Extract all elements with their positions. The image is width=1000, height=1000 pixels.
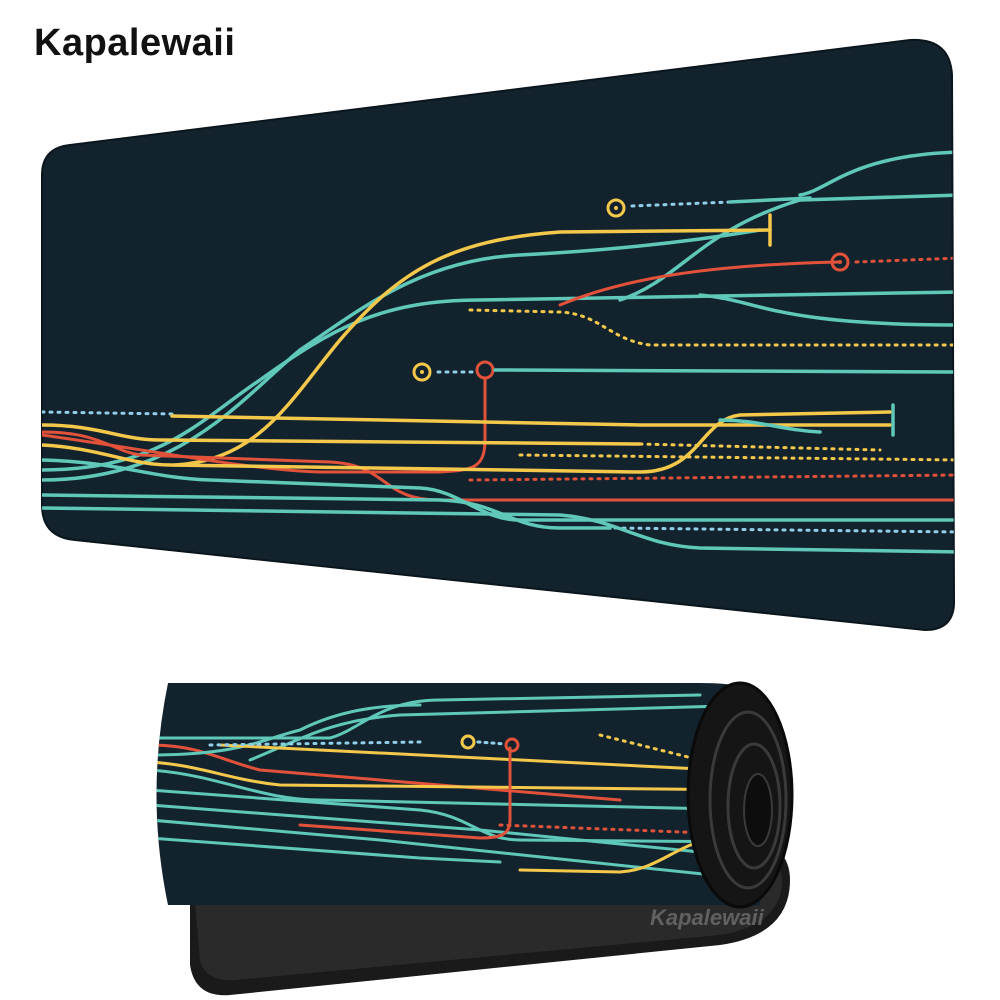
mat-surface (41, 38, 956, 632)
rolled-mousepad: Kapalewaii (156, 681, 794, 996)
roll-end (686, 681, 794, 909)
flat-mousepad (41, 38, 956, 632)
circuit-lines (42, 150, 955, 554)
brand-logo: Kapalewaii (34, 22, 236, 64)
watermark-text: Kapalewaii (650, 905, 765, 930)
